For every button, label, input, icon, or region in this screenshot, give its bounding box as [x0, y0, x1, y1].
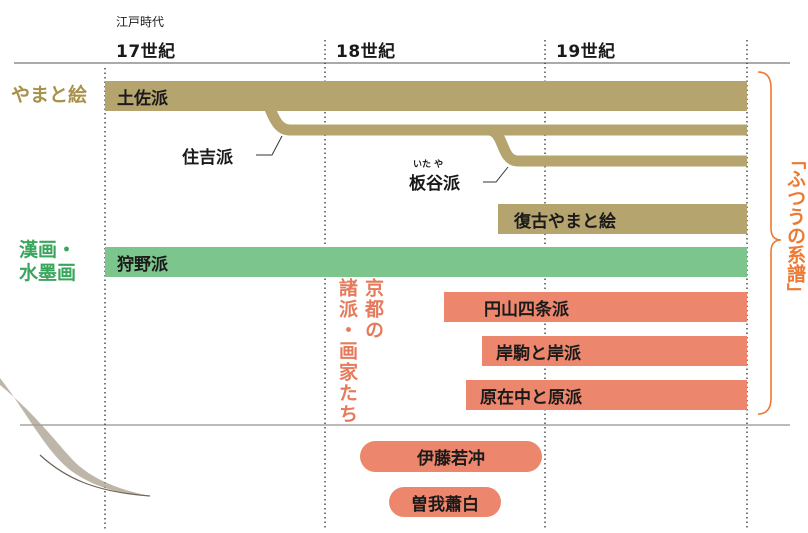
right-bracket — [757, 71, 782, 415]
bar-fukko-yamatoe: 復古やまと絵 — [498, 204, 747, 234]
category-kanga-line2: 水墨画 — [19, 262, 77, 284]
category-kanga-line1: 漢画・ — [19, 239, 77, 261]
leader-sumiyoshi — [256, 135, 283, 156]
category-kyoto-col1: 京都の — [362, 278, 384, 341]
bar-hara: 原在中と原派 — [466, 380, 747, 410]
category-kyoto-col2: 諸派・画家たち — [336, 278, 358, 425]
bar-maruyama-shijo: 円山四条派 — [444, 292, 747, 322]
era-edo-label: 江戸時代 — [116, 15, 165, 29]
bar-tosa: 土佐派 — [105, 81, 747, 111]
century-18-label: 18世紀 — [336, 42, 396, 62]
brush-decoration-edge — [39, 454, 151, 497]
century-19-label: 19世紀 — [556, 42, 616, 62]
brush-decoration — [0, 378, 150, 496]
bracket-label: 「ふつうの系譜」 — [784, 150, 806, 302]
bar-ganku: 岸駒と岸派 — [482, 336, 747, 366]
bar-jakuchu: 伊藤若冲 — [360, 441, 542, 472]
bar-shohaku: 曽我蕭白 — [389, 487, 501, 517]
category-yamatoe: やまと絵 — [11, 84, 88, 106]
ruby-itaya: いた や — [413, 160, 444, 170]
bar-kano: 狩野派 — [105, 247, 747, 277]
label-itaya: 板谷派 — [409, 174, 460, 194]
label-sumiyoshi: 住吉派 — [182, 148, 233, 168]
leader-itaya — [483, 166, 509, 183]
branch-itaya-line — [486, 124, 747, 167]
century-17-label: 17世紀 — [116, 42, 176, 62]
